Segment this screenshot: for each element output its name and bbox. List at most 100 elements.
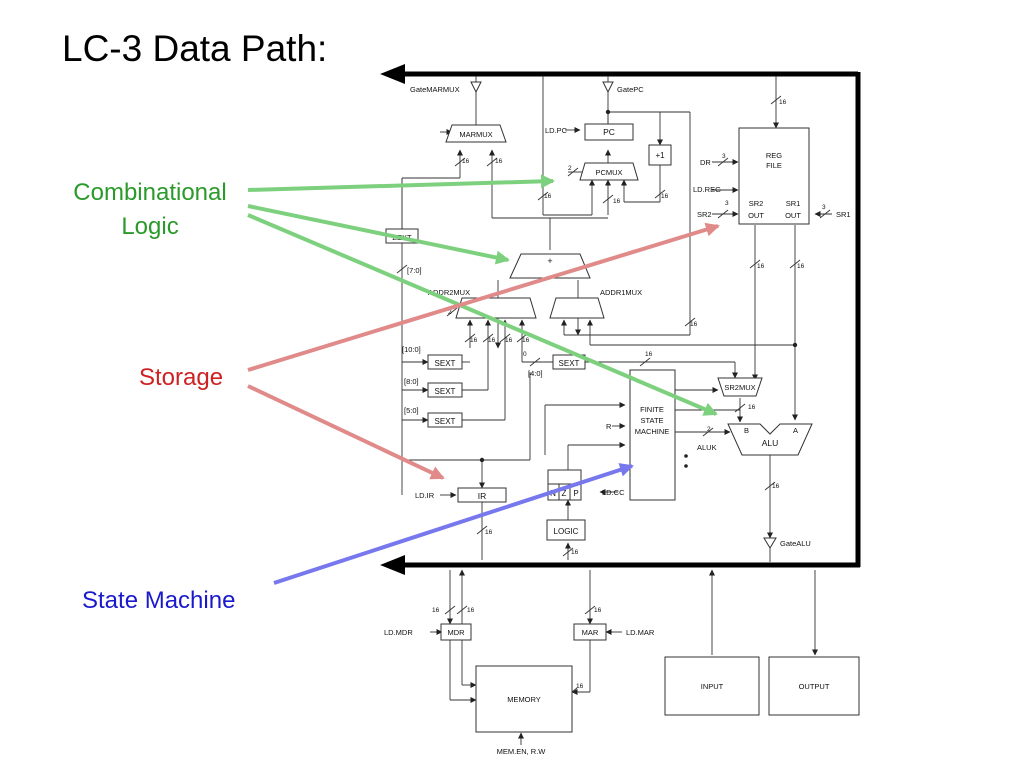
w16-alu-out: 16 (772, 483, 780, 490)
w16-memory: 16 (576, 683, 584, 690)
sext-6-box (427, 412, 463, 428)
w16-addr2-d: 16 (522, 337, 530, 344)
w16-pcmux-b: 16 (613, 198, 621, 205)
width-slashes (396, 95, 831, 697)
field-8-0: [8:0] (404, 377, 419, 386)
callout-combinational: Combinational Logic (58, 176, 242, 244)
sext-5-label: SEXT (559, 359, 580, 368)
gate-alu-triangle (763, 537, 777, 549)
alu-shape (727, 423, 813, 456)
nzp-frame (547, 469, 582, 501)
dr-label: DR (700, 158, 711, 167)
storage-arrow-regfile (247, 222, 720, 372)
gate-marmux-label: GateMARMUX (410, 85, 460, 94)
sext-9-label: SEXT (435, 387, 456, 396)
w16-marmux-a: 16 (462, 158, 470, 165)
ld-reg-label: LD.REG (693, 185, 721, 194)
slide-title: LC-3 Data Path: (62, 28, 328, 69)
output-box (768, 656, 860, 716)
sext-11-label: SEXT (435, 359, 456, 368)
combinational-arrow-alu (247, 213, 718, 416)
reg-file-label-2: FILE (766, 161, 782, 170)
w16-sr1out: 16 (797, 263, 805, 270)
width-labels: 16 16 16 2 16 16 16 3 3 3 2 16 16 16 16 … (432, 99, 826, 690)
mar-box (573, 623, 607, 641)
pcmux-shape (579, 162, 639, 181)
logic-label: LOGIC (554, 527, 579, 536)
state-machine-arrow (273, 463, 634, 585)
w2-aluk: 2 (707, 426, 711, 433)
sext-11-box (427, 354, 463, 370)
gate-marmux-triangle (470, 81, 482, 94)
w16-sr2out: 16 (757, 263, 765, 270)
mdr-label: MDR (447, 628, 465, 637)
w16-mdr-a: 16 (432, 607, 440, 614)
gate-alu-label: GateALU (780, 539, 811, 548)
fsm-label-1: FINITE (640, 405, 664, 414)
reg-file-box (738, 127, 810, 225)
gate-pc-triangle (602, 81, 614, 94)
reg-file-label-1: REG (766, 151, 782, 160)
pcmux-label: PCMUX (595, 168, 622, 177)
ld-mar-label: LD.MAR (626, 628, 655, 637)
addr1mux-label: ADDR1MUX (600, 288, 642, 297)
logic-box (546, 519, 586, 541)
field-10-0: [10:0] (402, 345, 421, 354)
junction-dots (479, 109, 798, 468)
field-4-0: [4:0] (528, 369, 543, 378)
w16-plus-one: 16 (661, 193, 669, 200)
input-box (664, 656, 760, 716)
ir-label: IR (478, 491, 487, 501)
marmux-shape (445, 124, 507, 143)
marmux-label: MARMUX (459, 130, 492, 139)
plus-one-box (648, 144, 672, 166)
ld-mdr-label: LD.MDR (384, 628, 413, 637)
mar-label: MAR (582, 628, 599, 637)
pc-box (584, 123, 634, 141)
w16-mdr-b: 16 (467, 607, 475, 614)
pc-label: PC (603, 127, 615, 137)
w16-addr2-b: 16 (488, 337, 496, 344)
w16-sext5: 16 (645, 351, 653, 358)
callout-combinational-line2: Logic (121, 213, 179, 240)
fsm-box (629, 369, 676, 501)
w16-marmux-b: 16 (495, 158, 503, 165)
sr1-out-label-1: SR1 (786, 199, 801, 208)
memory-box (475, 665, 573, 733)
sr2-out-label-2: OUT (748, 211, 764, 220)
w16-ir: 16 (485, 529, 493, 536)
sext-9-box (427, 382, 463, 398)
fsm-label-3: MACHINE (635, 427, 670, 436)
w16-sr2mux-out: 16 (748, 404, 756, 411)
ld-ir-label: LD.IR (415, 491, 435, 500)
callout-combinational-line1: Combinational (73, 179, 227, 206)
output-label: OUTPUT (799, 682, 830, 691)
z-label: Z (562, 489, 567, 498)
w3-sr2: 3 (725, 200, 729, 207)
memory-label: MEMORY (507, 695, 541, 704)
w16-mar: 16 (594, 607, 602, 614)
w2-addr2mux: 2 (448, 309, 452, 316)
input-label: INPUT (701, 682, 724, 691)
r-label: R (606, 422, 612, 431)
field-7-0: [7:0] (407, 266, 422, 275)
sext-6-label: SEXT (435, 417, 456, 426)
w0-const: 0 (523, 351, 527, 358)
sr2-out-label-1: SR2 (749, 199, 764, 208)
callout-state-machine: State Machine (82, 587, 236, 614)
sr1-out-label-2: OUT (785, 211, 801, 220)
w16-addr2-c: 16 (505, 337, 513, 344)
sext-5-box (552, 354, 586, 370)
storage-arrow-ir (247, 384, 445, 480)
ir-box (457, 487, 507, 503)
addr2mux-label: ADDR2MUX (428, 288, 470, 297)
addr1mux-shape (549, 297, 605, 319)
w3-dr: 3 (722, 153, 726, 160)
p-label: P (573, 489, 578, 498)
main-bus (380, 64, 861, 575)
fsm-label-2: STATE (640, 416, 663, 425)
w16-regfile-in: 16 (779, 99, 787, 106)
sr1-label: SR1 (836, 210, 851, 219)
